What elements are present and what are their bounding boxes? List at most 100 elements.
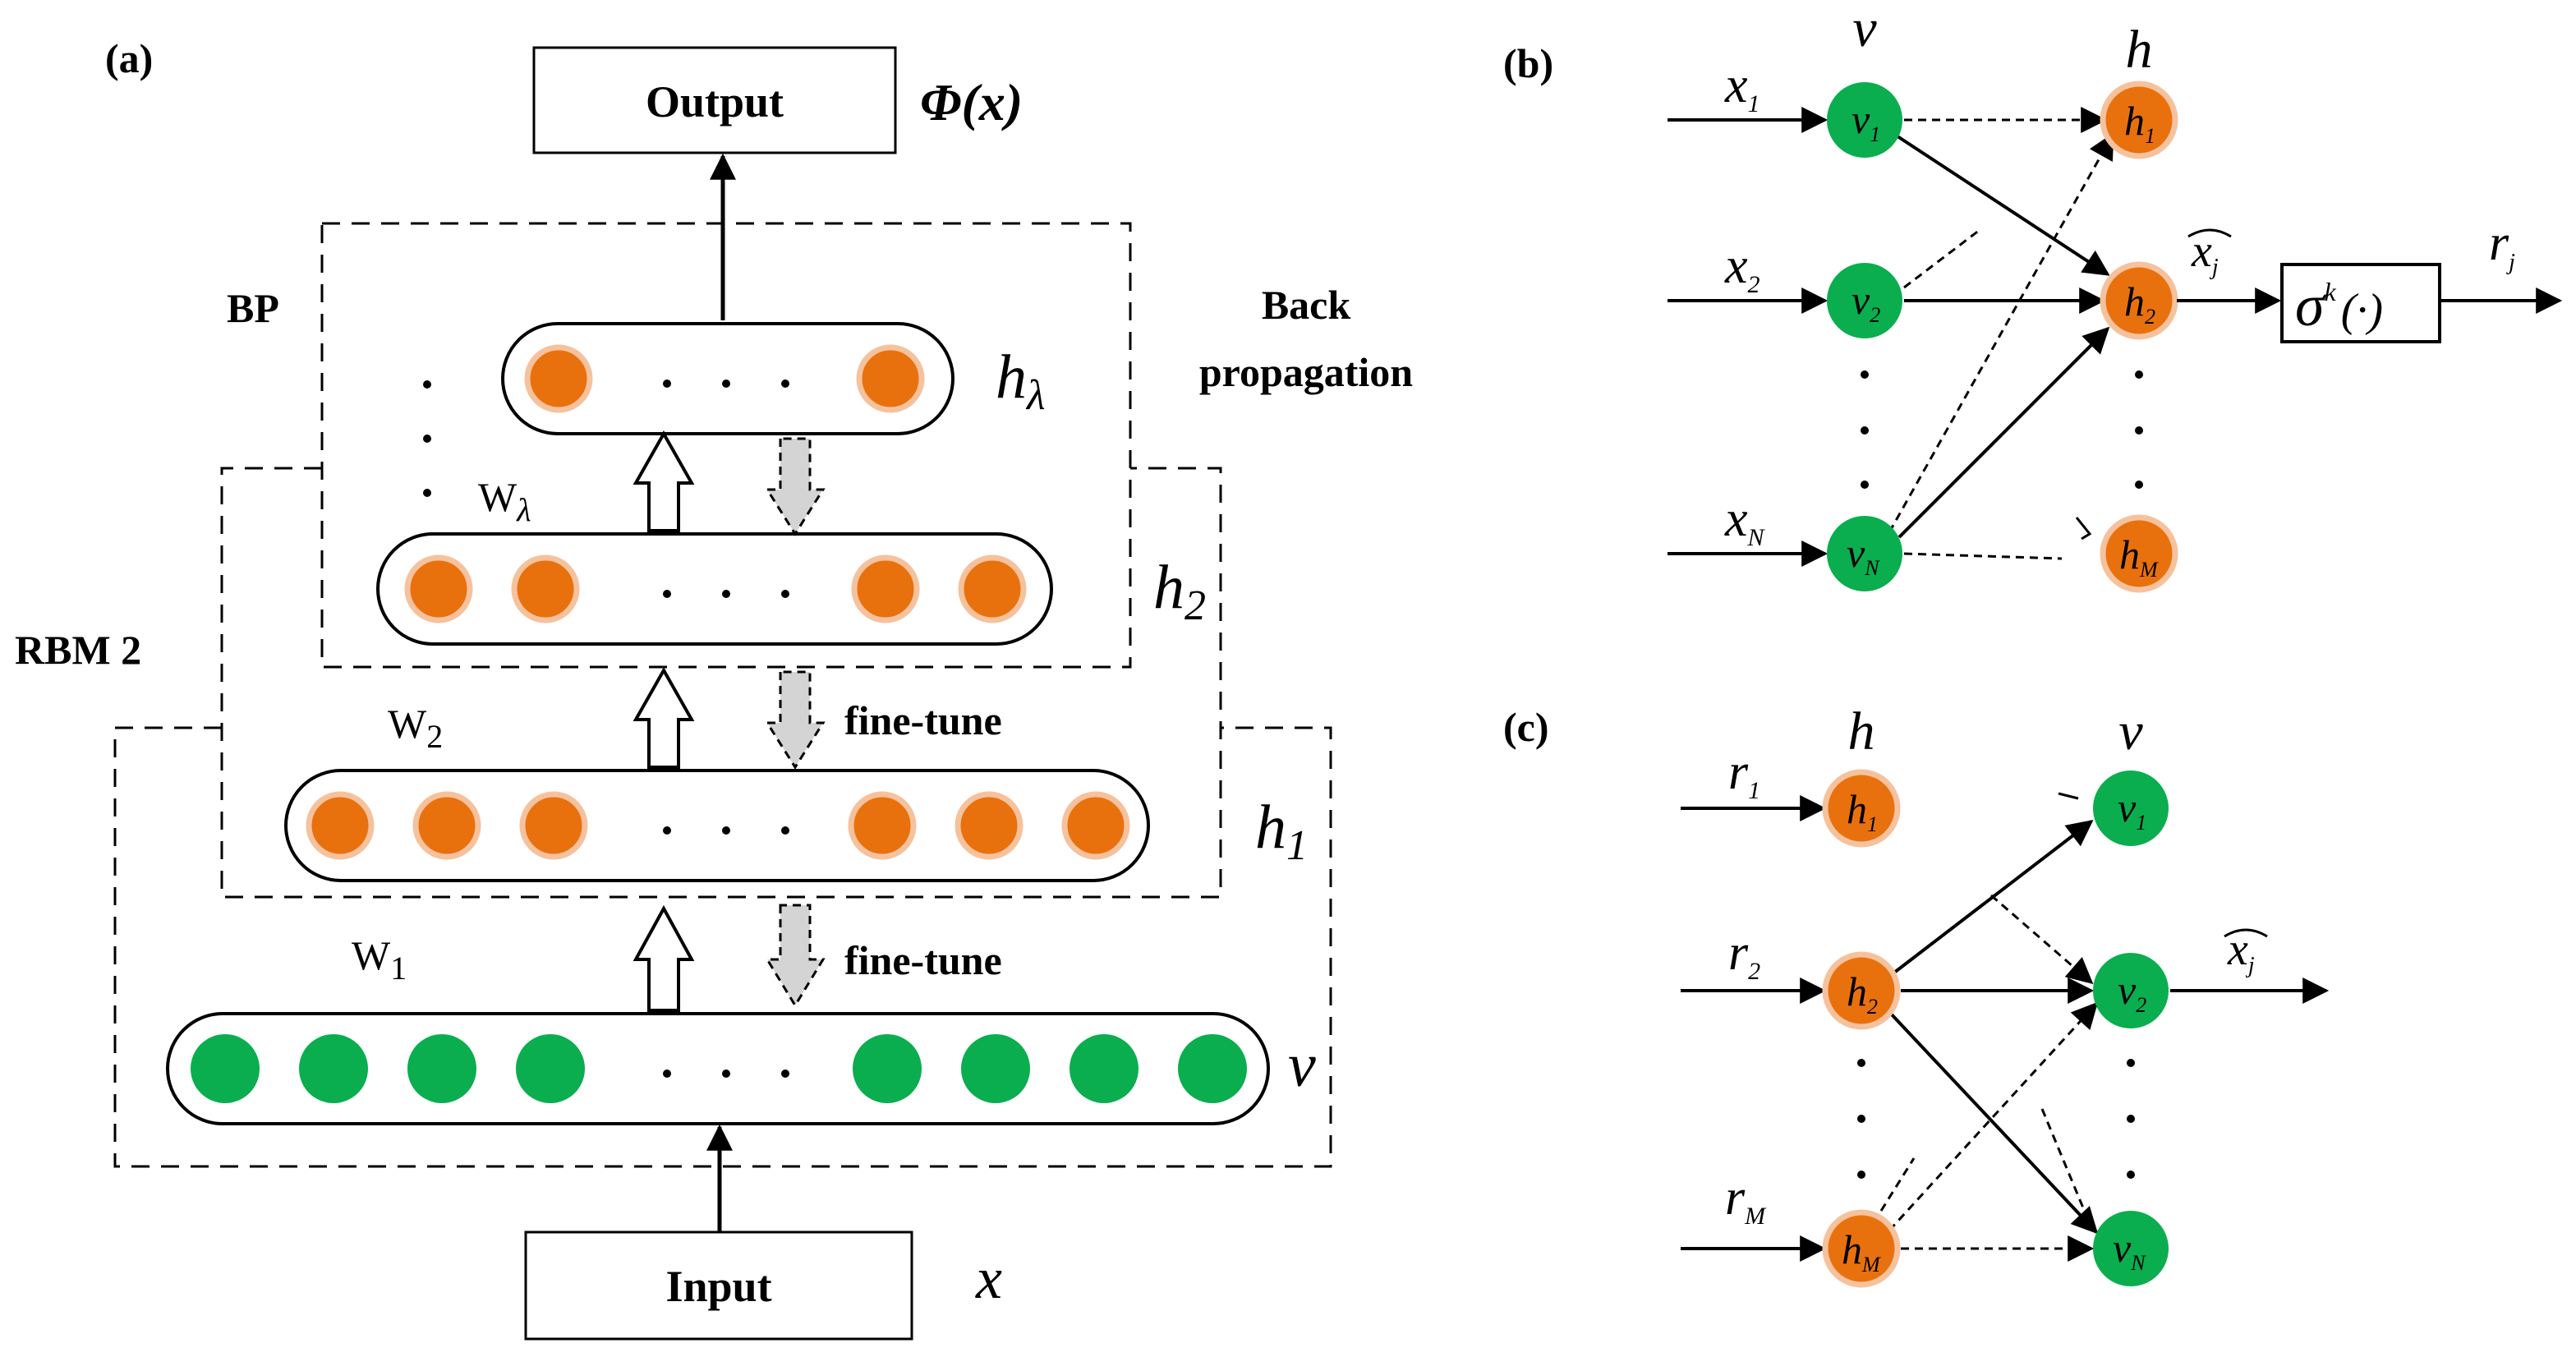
input-variable: x	[975, 1245, 1002, 1311]
bp-text-propagation: propagation	[1199, 349, 1413, 395]
visible-unit-v-4	[516, 1034, 585, 1103]
visible-unit-v-8	[1178, 1034, 1247, 1103]
bp-text-back: Back	[1262, 282, 1351, 328]
unit-ellipsis-dot-h2-3	[781, 590, 789, 598]
w-lambda-label: Wλ	[478, 474, 531, 528]
node-h1: h1	[2100, 80, 2178, 159]
visible-unit-v-1	[191, 1034, 260, 1103]
pretrain-arrow-h1	[632, 904, 695, 1012]
layer-ellipsis-vertical	[423, 380, 431, 497]
unit-ellipsis-dot-h1-1	[663, 826, 671, 835]
hidden-unit-h2-4	[958, 554, 1027, 623]
layer-h1	[284, 769, 1150, 882]
visible-unit-v-2	[299, 1034, 368, 1103]
hidden-unit-h1-3	[519, 791, 588, 860]
unit-ellipsis-dot-h_lambda-3	[781, 380, 789, 388]
hidden-unit-h2-2	[511, 554, 580, 623]
panel-b-col-visible: v	[1852, 0, 1877, 58]
node-h2: h2	[2100, 261, 2178, 340]
svg-text:v1: v1	[1852, 96, 1880, 146]
unit-ellipsis-dot-v-2	[722, 1070, 730, 1078]
hidden-unit-h2-1	[404, 554, 473, 623]
input-r2: r2	[1728, 925, 1760, 985]
svg-text:hM: hM	[2119, 531, 2159, 582]
svg-text:h2: h2	[1847, 968, 1878, 1019]
panel-b: (b) v h x1 x2 xN v1 v2	[1503, 0, 2563, 593]
output-rj: rj	[2489, 215, 2515, 275]
h1-label: h1	[1255, 793, 1308, 869]
output-hat	[2224, 928, 2268, 938]
recon-hat	[2187, 228, 2232, 238]
panel-a-label: (a)	[105, 35, 153, 81]
svg-text:h2: h2	[2124, 278, 2155, 329]
panel-b-col-hidden: h	[2126, 20, 2153, 80]
pretrain-arrow-h2	[632, 666, 695, 769]
h2-label: h2	[1153, 553, 1206, 629]
node-hM: hM	[2100, 514, 2178, 593]
finetune-arrow-h2	[765, 670, 826, 770]
hidden-unit-h1-1	[306, 791, 375, 860]
input-x1: x1	[1724, 58, 1760, 117]
input-x2: x2	[1724, 238, 1760, 298]
finetune-arrow-h1	[765, 904, 826, 1008]
input-label: Input	[665, 1262, 771, 1311]
hidden-unit-h_lambda-2	[856, 344, 925, 413]
svg-text:vN: vN	[2113, 1225, 2146, 1275]
input-xN: xN	[1724, 491, 1766, 551]
node-c-h1: h1	[1822, 769, 1901, 848]
finetune-label-upper: fine-tune	[844, 697, 1002, 743]
node-vN: vN	[1827, 516, 1902, 591]
h-lambda-label: hλ	[996, 343, 1046, 419]
node-v1: v1	[1827, 82, 1902, 158]
bp-label: BP	[227, 285, 279, 331]
pretrain-arrow-lambda	[632, 430, 695, 532]
hidden-unit-h1-5	[954, 791, 1024, 860]
bp-region	[320, 222, 1132, 669]
unit-ellipsis-dot-h2-1	[663, 590, 671, 598]
unit-ellipsis-dot-h2-2	[722, 590, 730, 598]
svg-text:vN: vN	[1847, 530, 1880, 580]
hidden-unit-h2-3	[851, 554, 920, 623]
hidden-unit-h1-2	[412, 791, 481, 860]
output-function: Φ(x)	[920, 73, 1023, 131]
unit-ellipsis-dot-h_lambda-2	[722, 380, 730, 388]
panel-c-dots	[1857, 1059, 2135, 1179]
panel-a: (a) Output Φ(x) BP Back propagation RBM …	[15, 35, 1413, 1341]
rbm2-label: RBM 2	[15, 627, 141, 673]
input-r1: r1	[1728, 744, 1760, 804]
finetune-label-lower: fine-tune	[844, 937, 1002, 983]
w2-label: W2	[388, 701, 443, 755]
unit-ellipsis-dot-h1-2	[722, 826, 730, 835]
hidden-unit-h_lambda-1	[524, 344, 593, 413]
layer-h-lambda	[501, 322, 954, 435]
layer-h2	[376, 532, 1053, 646]
svg-text:v1: v1	[2118, 784, 2146, 835]
node-c-vN: vN	[2093, 1211, 2169, 1286]
sigma-box: σk(·)	[2280, 263, 2441, 343]
svg-text:hM: hM	[1842, 1226, 1881, 1276]
panel-c-col-visible: v	[2118, 702, 2143, 761]
w1-label: W1	[352, 932, 407, 987]
svg-text:v2: v2	[1852, 277, 1880, 327]
output-box: Output	[532, 46, 897, 154]
v-label: v	[1288, 1031, 1316, 1100]
visible-unit-v-7	[1070, 1034, 1138, 1103]
svg-text:h1: h1	[2124, 98, 2155, 148]
panel-c: (c) h v r1 r2 rM h1 h2	[1503, 702, 2330, 1288]
unit-ellipsis-dot-v-1	[663, 1070, 671, 1078]
node-c-v1: v1	[2093, 770, 2169, 846]
node-c-hM: hM	[1822, 1209, 1901, 1288]
svg-text:σk(·): σk(·)	[2295, 273, 2383, 338]
input-box: Input	[524, 1230, 913, 1341]
panel-b-dots	[1861, 370, 2143, 489]
svg-text:v2: v2	[2118, 967, 2146, 1017]
visible-unit-v-6	[961, 1034, 1030, 1103]
rbm1-region	[113, 726, 1332, 1168]
node-v2: v2	[1827, 263, 1902, 338]
hidden-unit-h1-4	[848, 791, 917, 860]
unit-ellipsis-dot-v-3	[781, 1070, 789, 1078]
svg-text:h1: h1	[1847, 786, 1878, 836]
hidden-unit-h1-6	[1061, 791, 1130, 860]
layer-v	[166, 1012, 1270, 1125]
panel-c-label: (c)	[1503, 704, 1549, 750]
